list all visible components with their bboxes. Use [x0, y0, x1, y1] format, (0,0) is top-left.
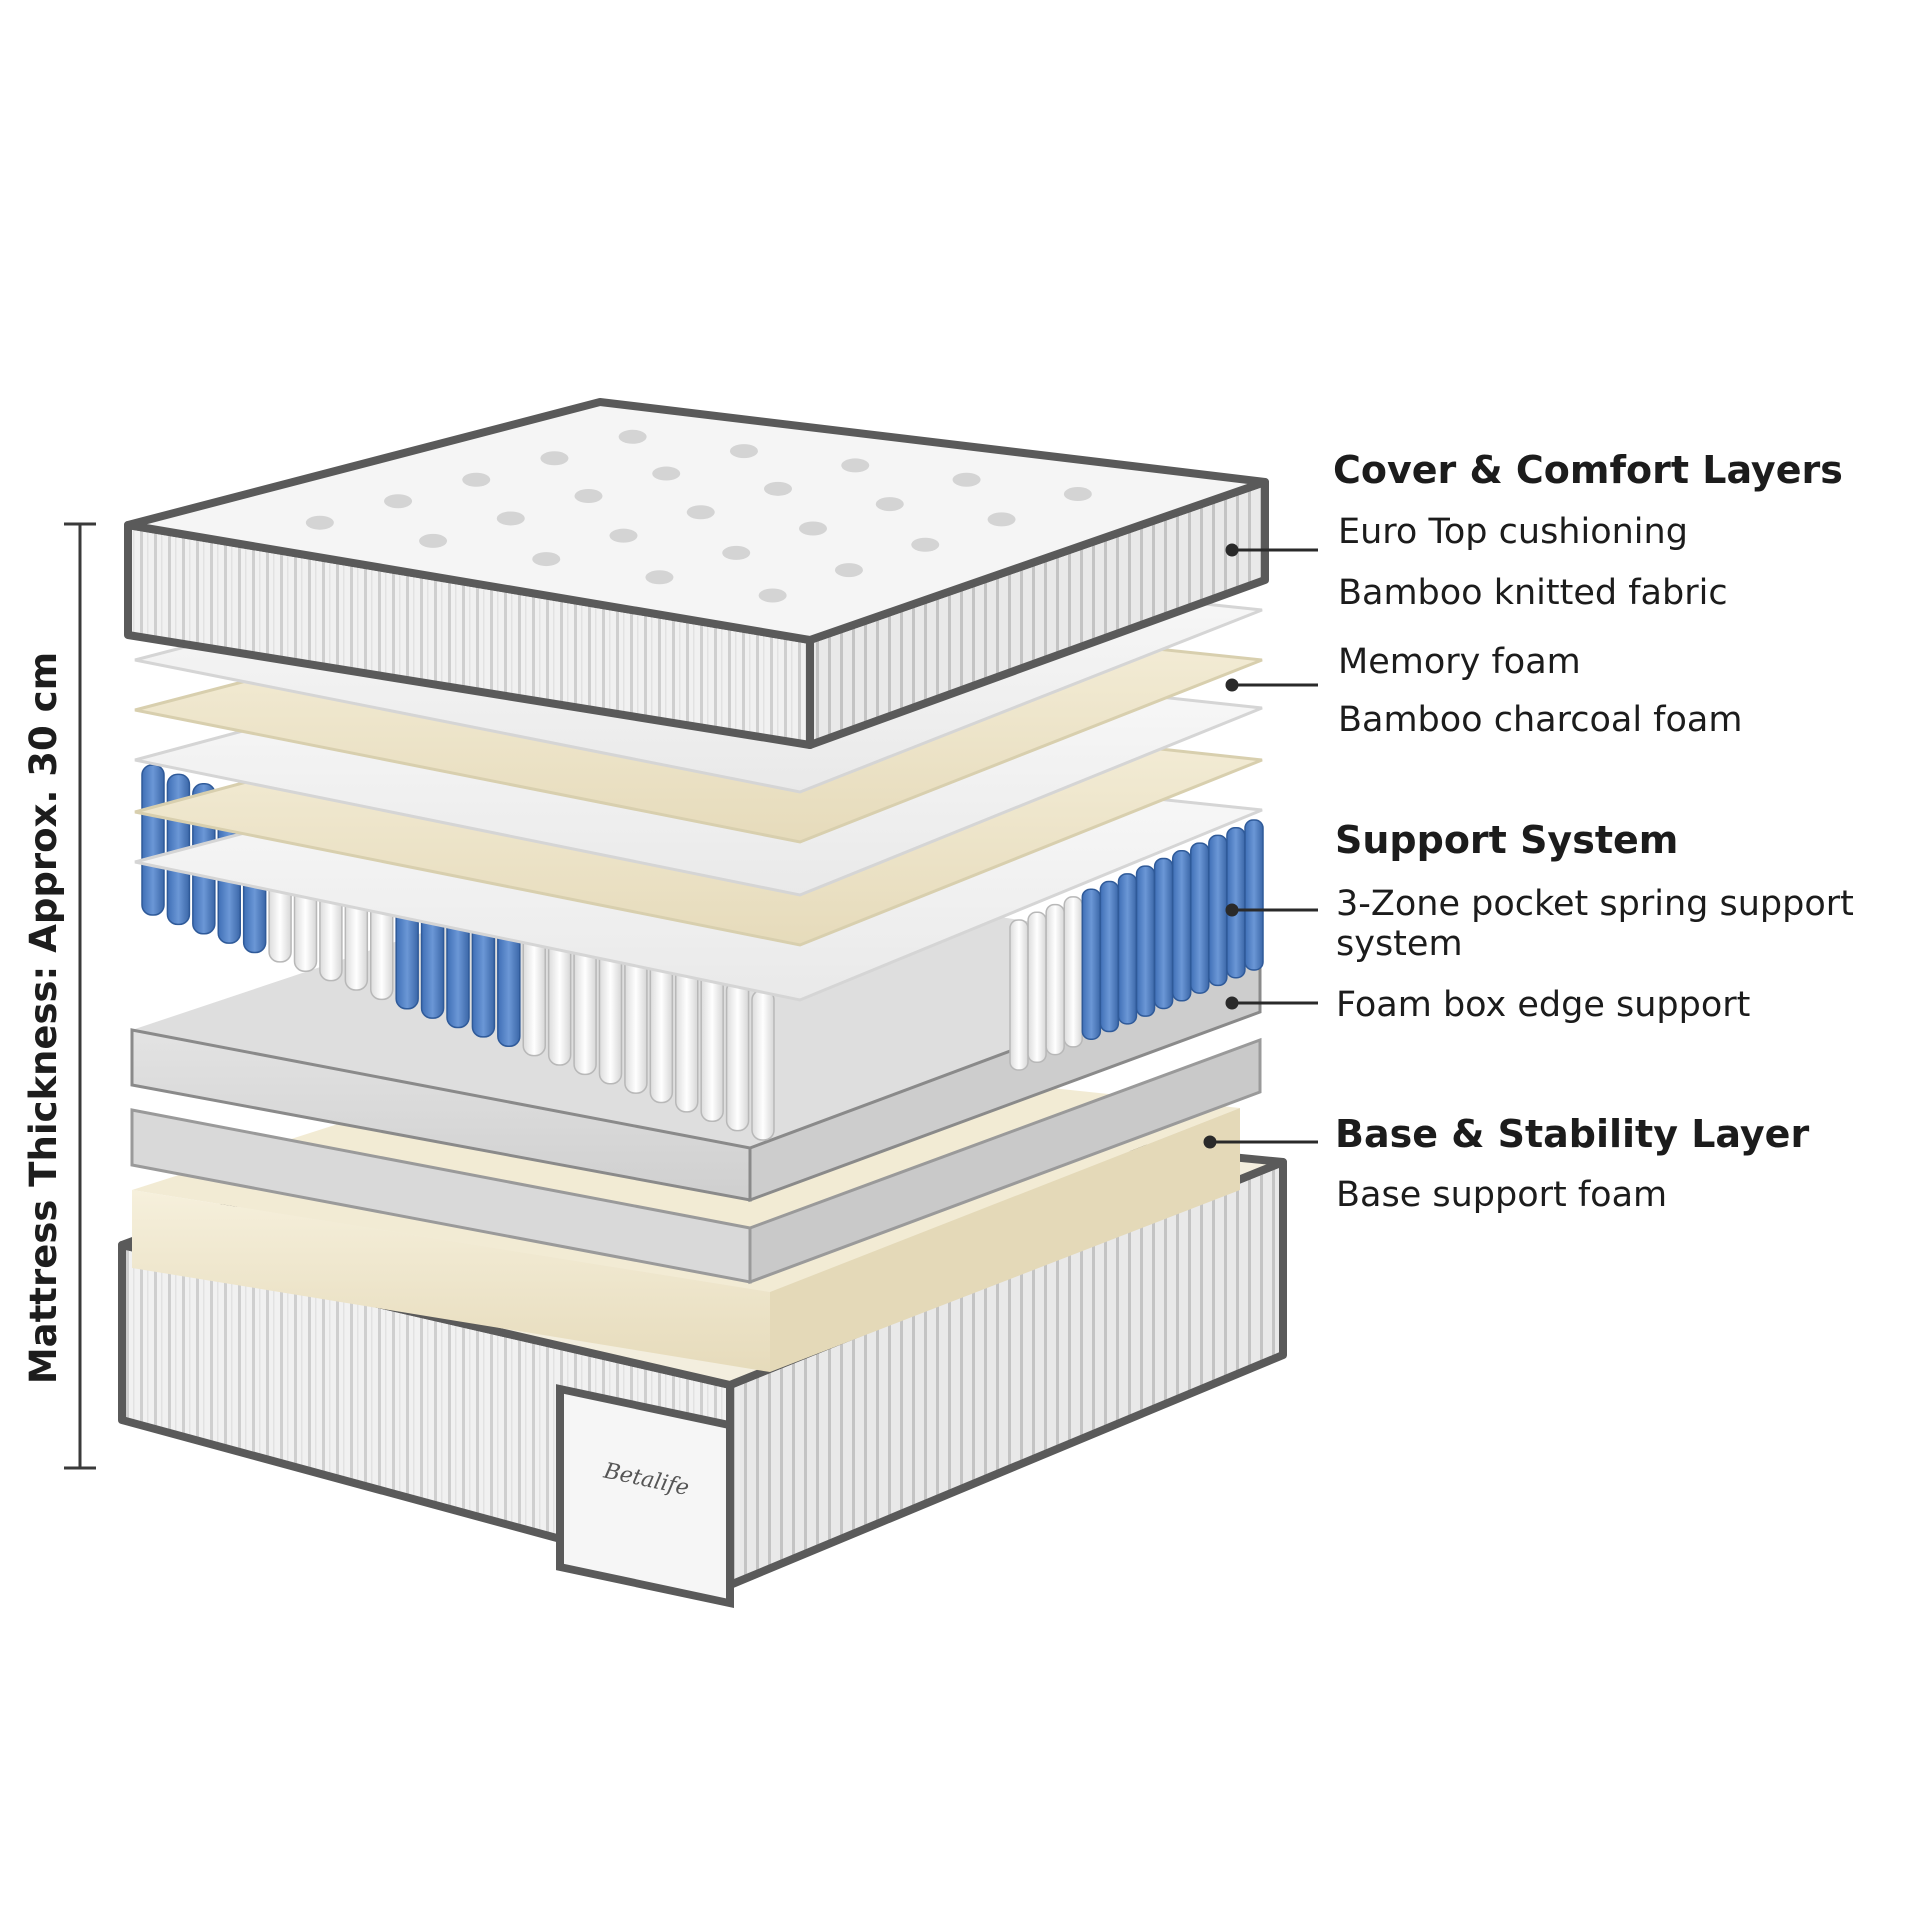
quilt-tuft — [609, 528, 638, 543]
callout-lines — [1203, 543, 1318, 1149]
quilt-tuft — [532, 552, 561, 567]
quilt-tuft — [496, 511, 525, 526]
quilt-tuft — [1063, 487, 1092, 502]
heading-base-stability: Base & Stability Layer — [1335, 1112, 1810, 1156]
quilt-tuft — [911, 537, 940, 552]
quilt-tuft — [987, 512, 1016, 527]
brand-tag — [556, 1384, 734, 1609]
quilt-tufts — [305, 429, 1092, 603]
white-pocket-spring — [1063, 896, 1083, 1048]
white-pocket-spring — [649, 951, 674, 1104]
quilt-tuft — [729, 444, 758, 459]
quilt-tuft — [758, 588, 787, 603]
quilt-tuft — [686, 505, 715, 520]
quilt-tuft — [574, 489, 603, 503]
white-pocket-spring — [675, 961, 699, 1113]
quilt-tuft — [645, 570, 674, 585]
blue-pocket-spring — [1171, 850, 1192, 1002]
white-pocket-spring — [1027, 911, 1047, 1064]
item-bamboo-fabric: Bamboo knitted fabric — [1338, 573, 1728, 613]
heading-support-system: Support System — [1335, 818, 1679, 862]
thickness-dimension-line — [64, 522, 96, 1470]
item-base-foam: Base support foam — [1336, 1175, 1668, 1215]
white-pocket-spring — [1009, 919, 1029, 1071]
item-charcoal-foam: Bamboo charcoal foam — [1338, 700, 1743, 740]
blue-pocket-spring — [1226, 826, 1246, 979]
blue-pocket-spring — [1081, 888, 1102, 1040]
quilt-tuft — [618, 429, 647, 444]
white-pocket-spring — [1045, 903, 1065, 1056]
quilt-tuft — [540, 451, 569, 466]
quilt-tuft — [834, 563, 863, 578]
blue-pocket-spring — [1244, 819, 1264, 971]
quilt-tuft — [462, 472, 491, 487]
white-pocket-spring — [700, 970, 724, 1122]
white-pocket-spring — [725, 979, 750, 1132]
thickness-label: Mattress Thickness: Approx. 30 cm — [22, 651, 65, 1385]
quilt-tuft — [841, 458, 870, 473]
blue-pocket-spring — [1135, 865, 1156, 1017]
quilt-tuft — [652, 466, 681, 481]
quilt-tuft — [764, 481, 792, 496]
quilt-tuft — [952, 472, 981, 487]
blue-pocket-spring — [1099, 880, 1120, 1033]
quilt-tuft — [384, 494, 413, 509]
quilt-tuft — [419, 533, 448, 548]
quilt-tuft — [305, 515, 334, 530]
item-euro-top: Euro Top cushioning — [1338, 512, 1688, 552]
blue-pocket-spring — [1153, 857, 1174, 1010]
item-box-edge: Foam box edge support — [1336, 985, 1751, 1025]
euro-top-layer — [124, 398, 1269, 749]
quilt-tuft — [722, 545, 751, 560]
blue-pocket-spring — [1208, 834, 1228, 987]
item-pocket-spring: 3-Zone pocket spring support system — [1336, 884, 1854, 964]
quilt-tuft — [799, 521, 827, 536]
quilt-tuft — [875, 497, 904, 512]
white-pocket-spring — [751, 989, 775, 1141]
blue-pocket-spring — [1190, 842, 1210, 994]
item-memory-foam: Memory foam — [1338, 642, 1581, 682]
blue-pocket-spring — [1117, 873, 1138, 1025]
blue-pocket-spring — [141, 764, 165, 916]
heading-cover-comfort: Cover & Comfort Layers — [1333, 448, 1843, 492]
